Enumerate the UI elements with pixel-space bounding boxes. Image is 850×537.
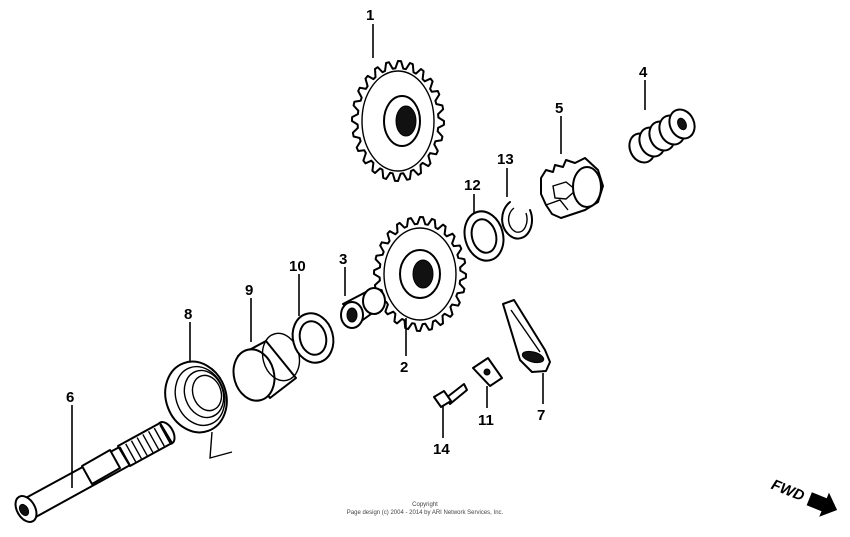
callout-14: 14 — [433, 441, 450, 458]
callout-4: 4 — [639, 64, 648, 81]
washer-10[interactable] — [287, 309, 339, 368]
gear-1[interactable] — [351, 60, 445, 182]
washer-12[interactable] — [459, 207, 509, 265]
spring-4[interactable] — [625, 105, 699, 166]
collar-9[interactable] — [228, 329, 305, 405]
callout-9: 9 — [245, 282, 253, 299]
callout-13: 13 — [497, 151, 514, 168]
bushing-3[interactable] — [340, 287, 386, 329]
callout-3: 3 — [339, 251, 347, 268]
callout-6: 6 — [66, 389, 74, 406]
callout-8: 8 — [184, 306, 192, 323]
fwd-arrow-icon — [806, 492, 838, 517]
kickstarter-shaft-6[interactable] — [11, 419, 178, 526]
plate-7[interactable] — [502, 299, 551, 373]
callout-1: 1 — [366, 7, 374, 24]
ratchet-5[interactable] — [540, 157, 604, 219]
copyright-line-1: Copyright — [412, 502, 438, 508]
bolt-14[interactable] — [433, 383, 468, 408]
gear-2[interactable] — [373, 216, 467, 332]
callout-2: 2 — [400, 359, 408, 376]
callout-12: 12 — [464, 177, 481, 194]
return-spring-8[interactable] — [155, 353, 236, 459]
forward-direction-indicator: FWD — [769, 476, 838, 517]
copyright-line-2: Page design (c) 2004 - 2014 by ARI Netwo… — [347, 510, 504, 516]
callout-11: 11 — [478, 412, 494, 429]
fwd-label: FWD — [769, 476, 807, 505]
callout-5: 5 — [555, 100, 563, 117]
callout-7: 7 — [537, 407, 545, 424]
circlip-13[interactable] — [501, 201, 533, 240]
leader-lines — [71, 24, 646, 488]
callout-10: 10 — [289, 258, 306, 275]
stopper-11[interactable] — [472, 357, 503, 387]
